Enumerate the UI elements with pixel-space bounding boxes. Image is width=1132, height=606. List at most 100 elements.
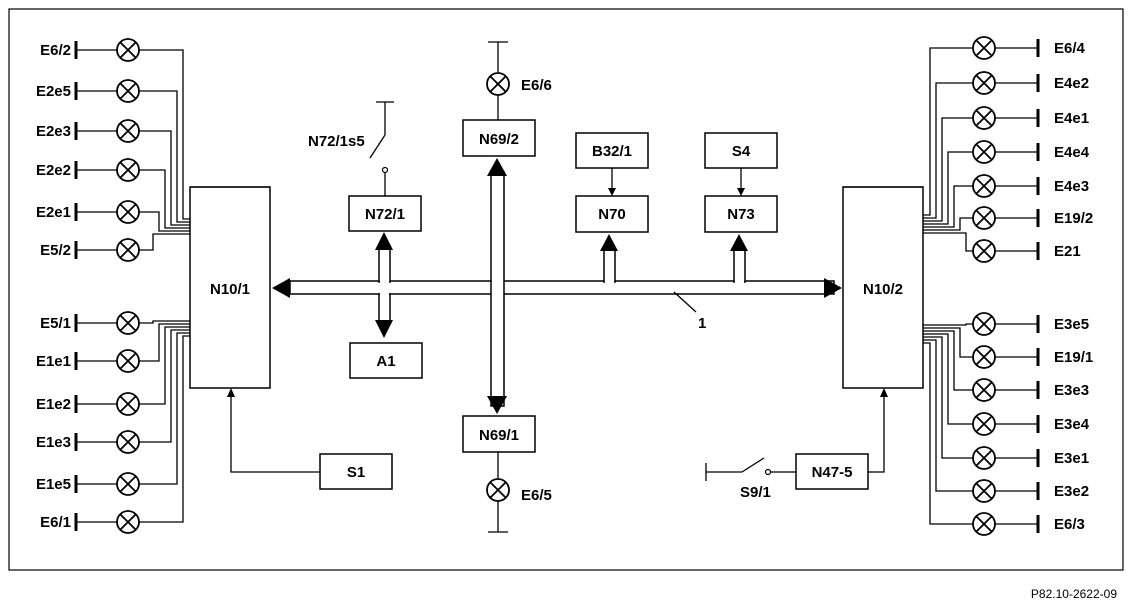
right-lamp-e4e4: E4e4 — [923, 140, 1090, 225]
lamp-icon — [972, 446, 996, 470]
lamp-label: E5/1 — [40, 315, 71, 332]
right-lamp-e3e1: E3e1 — [923, 336, 1089, 470]
lamp-icon — [972, 206, 996, 230]
lamp-icon — [972, 239, 996, 263]
lamp-icon — [972, 512, 996, 536]
lamp-icon — [972, 479, 996, 503]
lamp-label: E2e3 — [36, 123, 71, 140]
module-n70 — [575, 195, 649, 233]
lamp-label: E5/2 — [40, 242, 71, 259]
module-n10-1-label: N10/1 — [210, 281, 250, 298]
lamp-label: E19/1 — [1054, 349, 1093, 366]
lamp-icon — [972, 106, 996, 130]
module-n10-2-label: N10/2 — [863, 281, 903, 298]
data-bus — [272, 158, 842, 414]
left-lamp-e1e1: E1e1 — [36, 323, 190, 373]
left-lamp-e1e5: E1e5 — [36, 332, 190, 496]
lamp-icon — [972, 36, 996, 60]
module-b32-1 — [575, 132, 649, 169]
lamp-label: E3e2 — [1054, 483, 1089, 500]
module-s1-label: S1 — [347, 464, 365, 481]
lamp-icon — [116, 472, 140, 496]
s1-to-n10-1-arrow — [227, 388, 320, 473]
lamp-label: E6/4 — [1054, 40, 1086, 57]
lamp-label: E6/2 — [40, 42, 71, 59]
right-lamp-e4e3: E4e3 — [923, 174, 1089, 228]
right-lamp-group: E6/4E4e2E4e1E4e4E4e3E19/2E21E3e5E19/1E3e… — [923, 36, 1093, 536]
right-lamp-e6-4: E6/4 — [923, 36, 1086, 216]
lamp-icon — [116, 200, 140, 224]
lamp-label: E3e1 — [1054, 450, 1089, 467]
lamp-label: E3e5 — [1054, 316, 1089, 333]
right-lamp-e3e4: E3e4 — [923, 333, 1090, 436]
lamp-label: E2e1 — [36, 204, 71, 221]
module-a1 — [349, 342, 423, 379]
module-b32-1-label: B32/1 — [592, 143, 632, 160]
lamp-label: E4e1 — [1054, 110, 1089, 127]
right-lamp-e6-3: E6/3 — [923, 342, 1085, 536]
lamp-e6-5-icon — [486, 478, 510, 502]
module-n69-1-label: N69/1 — [479, 427, 519, 444]
lamp-icon — [116, 79, 140, 103]
lamp-icon — [116, 311, 140, 335]
lamp-icon — [972, 412, 996, 436]
lamp-icon — [116, 119, 140, 143]
left-lamp-e6-2: E6/2 — [40, 38, 190, 220]
diagram-frame — [8, 8, 1124, 571]
left-lamp-e2e5: E2e5 — [36, 79, 190, 223]
b32-1-to-n70-arrow — [608, 168, 616, 196]
lamp-label: E19/2 — [1054, 210, 1093, 227]
left-lamp-e1e2: E1e2 — [36, 326, 190, 416]
switch-n72-1s5-label: N72/1s5 — [308, 133, 365, 150]
lamp-label: E2e5 — [36, 83, 71, 100]
module-n69-2 — [462, 119, 536, 157]
module-n72-1-label: N72/1 — [365, 206, 405, 223]
left-lamp-e5-2: E5/2 — [40, 233, 190, 262]
lamp-label: E1e2 — [36, 396, 71, 413]
lamp-e6-5-label: E6/5 — [521, 487, 552, 504]
lamp-e6-6 — [486, 41, 510, 120]
lamp-icon — [116, 349, 140, 373]
left-lamp-e1e3: E1e3 — [36, 329, 190, 454]
left-lamp-group: E6/2E2e5E2e3E2e2E2e1E5/2E5/1E1e1E1e2E1e3… — [36, 38, 190, 534]
right-lamp-e3e5: E3e5 — [923, 312, 1089, 336]
switch-s9-1-label: S9/1 — [740, 484, 771, 501]
lamp-label: E4e4 — [1054, 144, 1090, 161]
module-n73 — [704, 195, 778, 233]
right-lamp-e4e1: E4e1 — [923, 106, 1089, 222]
module-s4-label: S4 — [732, 143, 751, 160]
lamp-label: E21 — [1054, 243, 1081, 260]
module-n10-2 — [842, 186, 924, 389]
module-s1 — [319, 453, 393, 490]
s4-to-n73-arrow — [737, 168, 745, 196]
lamp-e6-6-label: E6/6 — [521, 77, 552, 94]
module-n73-label: N73 — [727, 206, 755, 223]
lamp-icon — [116, 38, 140, 62]
module-a1-label: A1 — [376, 353, 395, 370]
right-lamp-e19-1: E19/1 — [923, 327, 1093, 369]
lamp-icon — [972, 140, 996, 164]
right-lamp-e21: E21 — [923, 232, 1081, 263]
figure-reference: P82.10-2622-09 — [1031, 587, 1117, 601]
lamp-label: E1e5 — [36, 476, 71, 493]
lamp-icon — [116, 238, 140, 262]
lamp-label: E6/1 — [40, 514, 71, 531]
left-lamp-e2e1: E2e1 — [36, 200, 190, 232]
left-lamp-e2e2: E2e2 — [36, 158, 190, 229]
n47-5-to-n10-2-arrow — [868, 388, 888, 473]
left-lamp-e5-1: E5/1 — [40, 311, 190, 335]
n70-bus-connector — [600, 234, 618, 283]
module-n47-5-label: N47-5 — [812, 464, 853, 481]
module-n69-2-label: N69/2 — [479, 131, 519, 148]
n73-bus-connector — [730, 234, 748, 283]
right-lamp-e3e3: E3e3 — [923, 330, 1089, 402]
lamp-icon — [972, 312, 996, 336]
lamp-icon — [116, 158, 140, 182]
right-lamp-e19-2: E19/2 — [923, 206, 1093, 231]
lamp-label: E1e1 — [36, 353, 71, 370]
n72-1-bus-connector — [375, 232, 393, 338]
lamp-label: E4e2 — [1054, 75, 1089, 92]
lamp-label: E1e3 — [36, 434, 71, 451]
switch-s9-1 — [705, 457, 796, 481]
